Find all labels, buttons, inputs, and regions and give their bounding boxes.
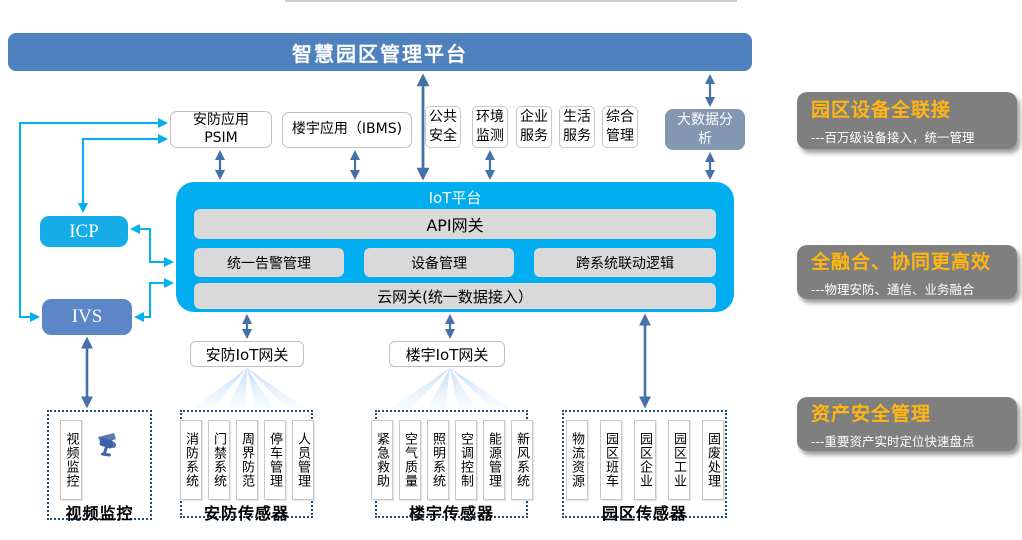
sensor-item: 人员管理: [291, 420, 314, 500]
sensor-item: 紧急救助: [370, 420, 393, 500]
benefit-full-convergence: 全融合、协同更高效 ---物理安防、通信、业务融合: [797, 245, 1017, 299]
sensor-item: 停车管理: [263, 420, 286, 500]
service-label: 综合管理: [606, 109, 634, 144]
sensor-item: 空调控制: [454, 420, 477, 500]
sensor-item: 周界防范: [235, 420, 258, 500]
box-service-comprehensive: 综合管理: [602, 106, 638, 148]
psim-label-line2: PSIM: [204, 129, 238, 146]
group-security-sensors: 消防系统 门禁系统 周界防范 停车管理 人员管理 安防传感器: [179, 410, 314, 523]
gateway-fan-security: [192, 368, 306, 409]
benefit-desc: ---物理安防、通信、业务融合: [811, 281, 975, 297]
cropped-top-strip: [285, 0, 737, 2]
group-park-sensors: 物流资源 园区班车 园区企业 园区工业 固废处理 园区传感器: [562, 410, 727, 523]
sensor-item: 空气质量: [398, 420, 421, 500]
camera-icon: [92, 430, 122, 500]
box-unified-alarm-mgmt: 统一告警管理: [194, 248, 344, 277]
sensor-item: 能源管理: [482, 420, 505, 500]
box-ivs: IVS: [42, 299, 132, 335]
page-title: 智慧园区管理平台: [8, 33, 752, 71]
group-title: 安防传感器: [203, 504, 289, 523]
sensor-item: 物流资源: [565, 420, 588, 500]
box-cross-system-linkage: 跨系统联动逻辑: [534, 248, 716, 277]
benefit-title: 资产安全管理: [811, 402, 932, 425]
benefit-desc: ---百万级设备接入，统一管理: [811, 130, 975, 145]
group-title: 楼宇传感器: [408, 504, 494, 523]
iot-platform-title: IoT平台: [428, 189, 482, 207]
sensor-item: 园区班车: [599, 420, 622, 500]
gateway-label: 楼宇IoT网关: [405, 345, 489, 364]
module-label: 跨系统联动逻辑: [576, 255, 674, 272]
page-title-label: 智慧园区管理平台: [292, 41, 468, 66]
benefit-title: 全融合、协同更高效: [811, 250, 992, 273]
api-gateway-label: API网关: [426, 216, 484, 235]
benefit-desc: ---重要资产实时定位快速盘点: [811, 433, 975, 449]
box-service-living: 生活服务: [559, 106, 595, 148]
iot-platform-container: IoT平台 API网关 统一告警管理 设备管理 跨系统联动逻辑 云网关(统一数据…: [176, 182, 734, 312]
box-service-env-monitoring: 环境监测: [472, 106, 508, 148]
sensor-item: 视频监控: [60, 420, 82, 500]
box-icp: ICP: [40, 216, 128, 247]
icp-label: ICP: [69, 220, 99, 242]
cloud-gateway-label: 云网关(统一数据接入）: [377, 287, 533, 306]
module-label: 设备管理: [411, 255, 467, 272]
bar-cloud-gateway: 云网关(统一数据接入）: [194, 283, 716, 309]
service-label: 企业服务: [520, 109, 548, 144]
module-label: 统一告警管理: [227, 255, 311, 272]
box-security-app-psim: 安防应用 PSIM: [170, 111, 272, 148]
service-label: 公共安全: [429, 109, 457, 144]
service-label: 生活服务: [563, 109, 591, 144]
ivs-label: IVS: [71, 306, 103, 327]
benefit-full-device-connection: 园区设备全联接 ---百万级设备接入，统一管理: [797, 92, 1017, 149]
box-building-iot-gateway: 楼宇IoT网关: [389, 341, 505, 367]
box-service-enterprise: 企业服务: [516, 106, 552, 148]
group-title: 园区传感器: [601, 504, 687, 523]
sensor-item: 消防系统: [179, 420, 202, 500]
bar-api-gateway: API网关: [194, 209, 716, 239]
group-building-sensors: 紧急救助 空气质量 照明系统 空调控制 能源管理 新风系统 楼宇传感器: [370, 410, 533, 523]
group-video-surveillance: 视频监控 视频监控: [47, 410, 152, 523]
benefit-title: 园区设备全联接: [811, 99, 952, 121]
psim-label-line1: 安防应用: [193, 112, 249, 128]
gateway-label: 安防IoT网关: [205, 345, 289, 364]
box-building-app-ibms: 楼宇应用（IBMS): [282, 112, 412, 148]
sensor-item: 照明系统: [426, 420, 449, 500]
sensor-item: 门禁系统: [207, 420, 230, 500]
service-label: 环境监测: [476, 109, 504, 144]
group-title: 视频监控: [65, 504, 134, 523]
sensor-item: 园区企业: [633, 420, 656, 500]
sensor-item: 新风系统: [510, 420, 533, 500]
gateway-fan-building: [390, 368, 512, 409]
ibms-label: 楼宇应用（IBMS): [291, 121, 403, 138]
box-security-iot-gateway: 安防IoT网关: [190, 341, 304, 367]
box-big-data-analysis: 大数据分析: [665, 109, 745, 150]
box-service-public-safety: 公共安全: [425, 106, 461, 148]
benefit-asset-security: 资产安全管理 ---重要资产实时定位快速盘点: [797, 397, 1017, 451]
sensor-item: 园区工业: [667, 420, 690, 500]
big-data-label: 大数据分析: [677, 111, 733, 147]
sensor-item: 固废处理: [701, 420, 724, 500]
box-device-mgmt: 设备管理: [364, 248, 514, 277]
